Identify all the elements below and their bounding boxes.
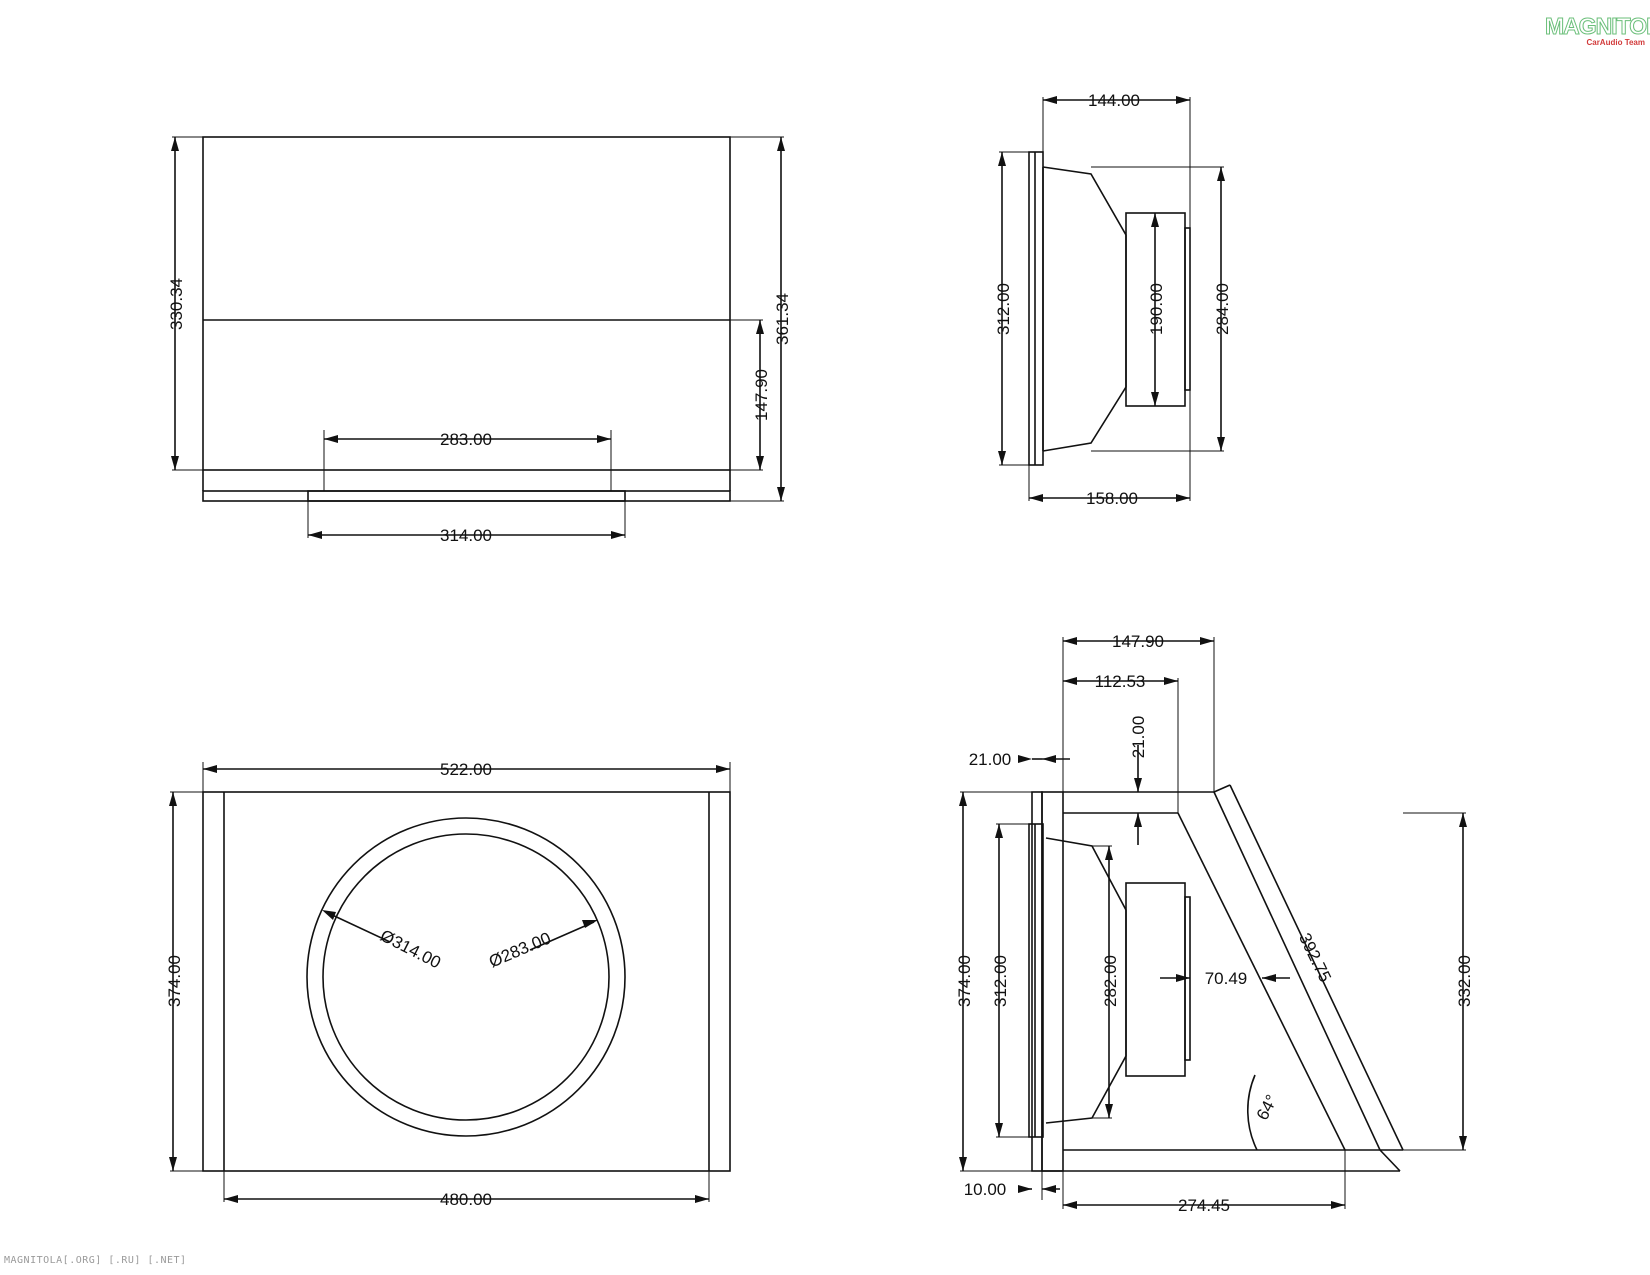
cutout-inner-circle xyxy=(322,833,610,1121)
baffle-outline xyxy=(202,791,731,1172)
label-274-45: 274.45 xyxy=(1178,1196,1230,1215)
label-374-00-section: 374.00 xyxy=(955,955,974,1007)
label-190-00: 190.00 xyxy=(1147,283,1166,335)
label-284-00: 284.00 xyxy=(1213,283,1232,335)
baffle-view: 522.00 480.00 374.00 Ø314.00 Ø283.00 xyxy=(165,760,731,1209)
back-panel-inner xyxy=(1177,812,1346,1151)
label-112-53: 112.53 xyxy=(1095,672,1146,691)
label-21-00-left: 21.00 xyxy=(969,750,1012,769)
label-312-00: 312.00 xyxy=(994,283,1013,335)
logo-brand-text: MAGNITOLA xyxy=(1545,13,1650,39)
label-dia-314: Ø314.00 xyxy=(377,926,444,973)
label-522-00: 522.00 xyxy=(440,760,492,779)
angle-arc xyxy=(1247,1074,1258,1151)
label-312-00-section: 312.00 xyxy=(991,955,1010,1007)
magnitola-logo: MAGNITOLA CarAudio Team xyxy=(1545,13,1650,52)
speaker-basket xyxy=(1042,166,1127,452)
front-view: 330.34 361.34 147.90 283.00 314.00 xyxy=(167,136,792,545)
footer-watermark: MAGNITOLA[.ORG] [.RU] [.NET] xyxy=(4,1255,187,1266)
label-361-34: 361.34 xyxy=(773,293,792,345)
back-panel-mid xyxy=(1213,791,1381,1151)
front-box xyxy=(202,136,731,471)
label-147-90-section: 147.90 xyxy=(1112,632,1164,651)
label-21-00-top: 21.00 xyxy=(1129,716,1148,759)
label-dia-283: Ø283.00 xyxy=(486,928,553,971)
label-330-34: 330.34 xyxy=(167,278,186,330)
front-panel-outer xyxy=(1031,791,1043,1172)
section-speaker-flange xyxy=(1028,823,1044,1138)
speaker-flange xyxy=(1028,151,1044,466)
front-panel-inner xyxy=(1041,791,1064,1172)
label-282-00: 282.00 xyxy=(1101,955,1120,1007)
logo-team-text: CarAudio Team xyxy=(1586,38,1645,47)
label-392-75: 392.75 xyxy=(1295,930,1335,985)
label-147-90: 147.90 xyxy=(752,369,771,421)
label-70-49: 70.49 xyxy=(1205,969,1248,988)
cutout-outer-circle xyxy=(306,817,626,1137)
section-view: 147.90 112.53 21.00 21.00 374.00 312.00 … xyxy=(955,632,1474,1215)
label-10-00: 10.00 xyxy=(964,1180,1007,1199)
label-angle-64: 64° xyxy=(1253,1092,1282,1124)
label-332-00: 332.00 xyxy=(1455,955,1474,1007)
back-panel-outer xyxy=(1229,784,1404,1151)
speaker-side-view: 144.00 158.00 312.00 284.00 190.00 xyxy=(994,91,1232,508)
label-158-00: 158.00 xyxy=(1086,489,1138,508)
label-374-00: 374.00 xyxy=(165,955,184,1007)
leader-d283 xyxy=(529,921,595,951)
front-base-strip xyxy=(202,490,731,502)
label-144-00: 144.00 xyxy=(1088,91,1140,110)
leader-d314 xyxy=(327,912,391,943)
label-314-00: 314.00 xyxy=(440,526,492,545)
front-ring xyxy=(307,490,626,502)
label-480-00: 480.00 xyxy=(440,1190,492,1209)
label-283-00: 283.00 xyxy=(440,430,492,449)
